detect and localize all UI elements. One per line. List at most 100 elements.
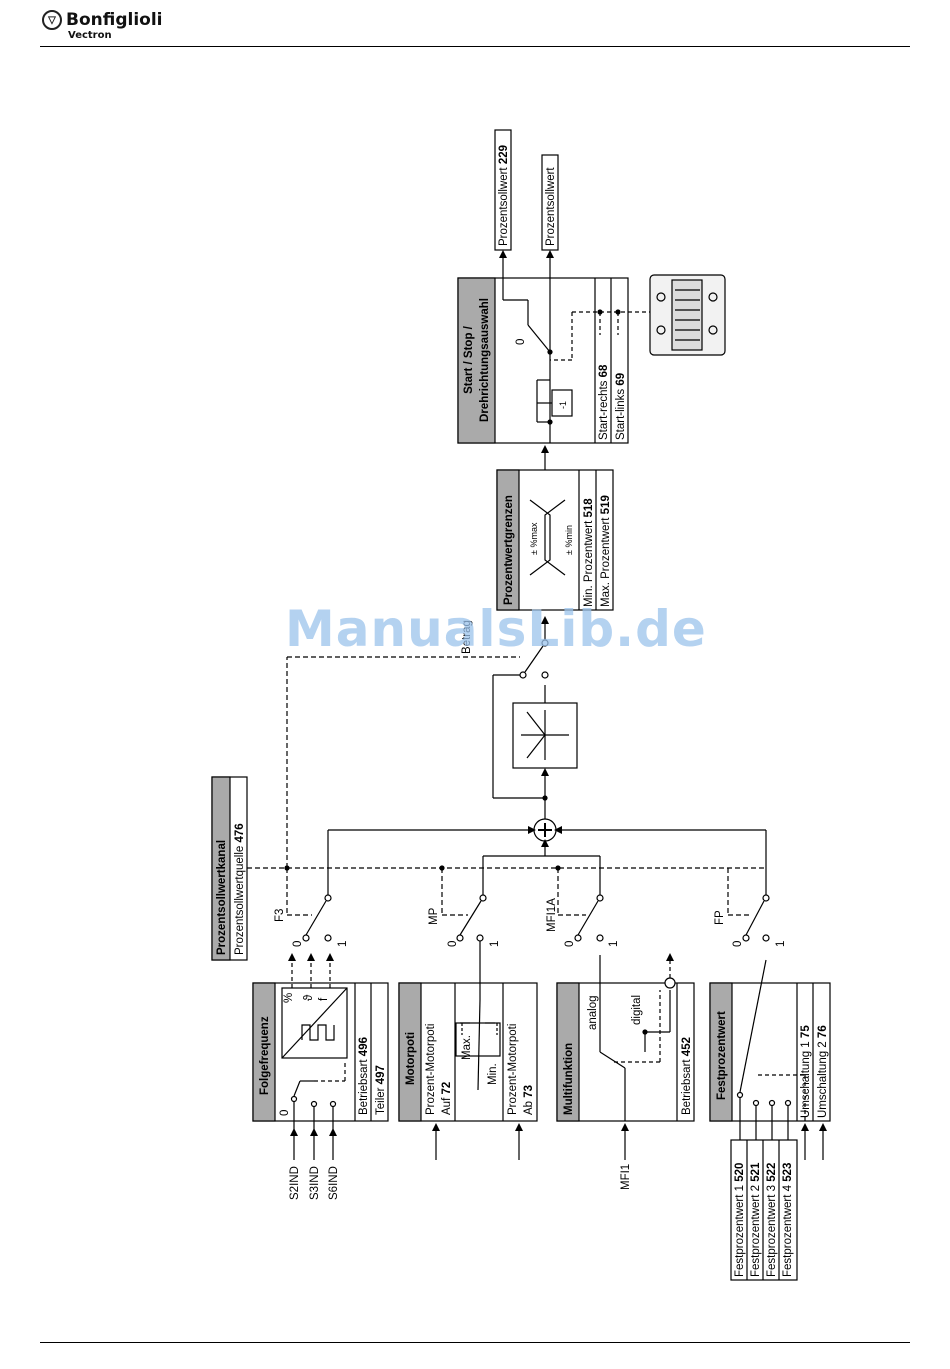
svg-text:Umschaltung 1 75: Umschaltung 1 75 [800, 1025, 812, 1118]
f3-one: 1 [337, 941, 349, 947]
svg-text:Ab 73: Ab 73 [523, 1085, 535, 1115]
kanal-title: Prozentsollwertkanal [216, 840, 228, 955]
mfi1a-one: 1 [608, 941, 620, 947]
umschaltung2-label: Umschaltung 2 [817, 1041, 829, 1118]
grenzen-min-num: 518 [583, 498, 595, 518]
svg-text:Umschaltung 2 76: Umschaltung 2 76 [817, 1025, 829, 1118]
labels: Folgefrequenz Betriebsart 496 Teiler 497… [216, 145, 829, 1277]
switch-f3-label: F3 [274, 909, 286, 922]
svg-text:Prozentsollwert 229: Prozentsollwert 229 [498, 145, 510, 246]
digital-label: digital [631, 995, 643, 1025]
svg-text:Start-links 69: Start-links 69 [615, 373, 627, 440]
brand-name: Bonfiglioli [66, 10, 163, 30]
analog-label: analog [587, 995, 599, 1030]
switch-mp-label: MP [428, 907, 440, 925]
motorpoti-auf-num: 72 [441, 1082, 453, 1095]
output-229-num: 229 [498, 145, 510, 164]
start-rechts-label: Start-rechts [598, 380, 610, 440]
sym-f: f [318, 997, 330, 1001]
output-prozentsollwert-label: Prozentsollwert [545, 167, 557, 246]
betriebsart-496-label: Betriebsart [358, 1059, 370, 1115]
multifunktion-block [556, 955, 695, 1122]
betrag-label: Betrag [461, 620, 473, 654]
svg-text:Betriebsart 452: Betriebsart 452 [681, 1037, 693, 1115]
svg-text:Min. Prozentwert 518: Min. Prozentwert 518 [583, 498, 595, 607]
output-box [541, 154, 559, 251]
motorpoti-ab-1: Prozent-Motorpoti [507, 1024, 519, 1115]
fp3-label: Festprozentwert 3 [766, 1185, 778, 1277]
grenzen-max-sym: ± %max [529, 522, 539, 555]
startstop-title-1: Start / Stop / [463, 325, 475, 394]
multifunktion-title: Multifunktion [563, 1043, 575, 1115]
fp1-label: Festprozentwert 1 [734, 1185, 746, 1277]
betriebsart-452-label: Betriebsart [681, 1059, 693, 1115]
switch-fp [742, 830, 770, 942]
svg-text:Festprozentwert 1 520: Festprozentwert 1 520 [734, 1163, 746, 1277]
motorpoti-ab-num: 73 [523, 1085, 535, 1098]
grenzen-min-sym: ± %min [564, 525, 574, 555]
contact-0: 0 [279, 1110, 291, 1116]
umschaltung1-num: 75 [800, 1025, 812, 1038]
sym-theta: ϑ [303, 994, 315, 1001]
switch-fp-label: FP [714, 910, 726, 925]
svg-text:Auf 72: Auf 72 [441, 1082, 453, 1115]
festprozent-block [709, 959, 831, 1140]
umschaltung1-label: Umschaltung 1 [800, 1041, 812, 1118]
motorpoti-ab-2: Ab [523, 1101, 535, 1115]
kanal-quelle-label: Prozentsollwertquelle [234, 846, 246, 955]
input-mfi1: MFI1 [620, 1164, 632, 1190]
mfi1a-zero: 0 [564, 941, 576, 947]
svg-text:Festprozentwert 2 521: Festprozentwert 2 521 [750, 1162, 762, 1277]
fp4-label: Festprozentwert 4 [782, 1184, 794, 1277]
startstop-title-2: Drehrichtungsauswahl [479, 298, 491, 422]
grenzen-max-label: Max. Prozentwert [600, 517, 612, 607]
output-prozentsollwert-229-label: Prozentsollwert [498, 167, 510, 246]
input-s3ind: S3IND [309, 1166, 321, 1200]
startstop-zero: 0 [515, 339, 527, 345]
motorpoti-max: Max. [461, 1035, 473, 1060]
betriebsart-496-num: 496 [358, 1037, 370, 1056]
festprozent-title: Festprozentwert [716, 1011, 728, 1100]
input-s2ind: S2IND [289, 1166, 301, 1200]
motorpoti-auf-1: Prozent-Motorpoti [425, 1024, 437, 1115]
svg-text:Festprozentwert 3 522: Festprozentwert 3 522 [766, 1163, 778, 1277]
output-box-229 [494, 129, 512, 251]
start-rechts-num: 68 [598, 364, 610, 377]
switch-mfi1a-label: MFI1A [546, 898, 558, 932]
grenzen-block [496, 469, 614, 611]
motorpoti-block [398, 982, 538, 1122]
teiler-num: 497 [375, 1065, 387, 1084]
fp1-num: 520 [734, 1163, 746, 1182]
folgefrequenz-title: Folgefrequenz [259, 1016, 271, 1095]
f3-zero: 0 [292, 941, 304, 947]
grenzen-min-label: Min. Prozentwert [583, 520, 595, 607]
watermark: ManualsLib.de [285, 600, 707, 658]
startstop-block [457, 277, 670, 444]
fp3-num: 522 [766, 1163, 778, 1182]
switch-mp [456, 856, 487, 1000]
fp2-num: 521 [750, 1162, 762, 1182]
folgefrequenz-block [252, 982, 389, 1130]
kanal-quelle-num: 476 [234, 823, 246, 842]
motorpoti-auf-2: Auf [441, 1097, 453, 1115]
motorpoti-min: Min. [487, 1063, 499, 1085]
svg-text:Festprozentwert 4 523: Festprozentwert 4 523 [782, 1163, 794, 1277]
svg-text:Max. Prozentwert 519: Max. Prozentwert 519 [600, 495, 612, 607]
svg-text:Prozentsollwertquelle 476: Prozentsollwertquelle 476 [234, 823, 246, 955]
control-terminal-icon [649, 274, 726, 356]
grenzen-title: Prozentwertgrenzen [503, 495, 515, 605]
page-footer-rule [40, 1342, 910, 1343]
brand-sub: Vectron [68, 30, 112, 41]
sym-percent: % [283, 993, 295, 1003]
logo-mark-icon: ▽ [42, 10, 62, 30]
svg-text:Start-rechts 68: Start-rechts 68 [598, 364, 610, 440]
switch-f3 [302, 865, 332, 942]
svg-text:Teiler 497: Teiler 497 [375, 1065, 387, 1115]
fp-zero: 0 [732, 941, 744, 947]
svg-text:Betriebsart 496: Betriebsart 496 [358, 1037, 370, 1115]
switch-mfi1a [574, 856, 604, 942]
page-header: ▽ Bonfiglioli Vectron [40, 8, 910, 47]
input-s6ind: S6IND [328, 1166, 340, 1200]
fp-one: 1 [775, 941, 787, 947]
